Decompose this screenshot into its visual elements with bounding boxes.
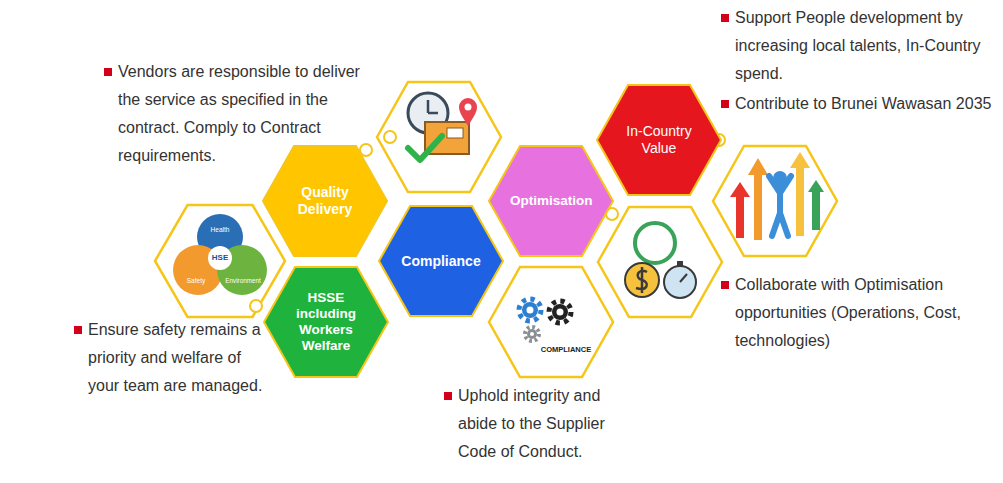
bullet-marker [104, 68, 112, 76]
decor-dot [250, 300, 262, 312]
hexagon-shape [597, 85, 721, 195]
coin [625, 263, 659, 297]
gear-teeth [519, 299, 541, 321]
arrow-shaft [736, 195, 744, 238]
stopwatch [664, 266, 696, 298]
arrow-head [808, 180, 824, 192]
hsse-hexagon: HSSE including Workers Welfare [264, 267, 388, 377]
hexagon-content: In-Country Value [597, 85, 721, 195]
hexagon-shape [489, 146, 613, 256]
hse-icon [173, 214, 267, 295]
hexagon-shape [263, 146, 387, 256]
cost-icon-hexagon [598, 207, 722, 317]
delivery-icon-hexagon [377, 82, 501, 192]
note-text: Vendors are responsible to deliver the s… [118, 58, 376, 170]
hexagon-shape [379, 206, 503, 316]
bullet-marker [721, 100, 729, 108]
icon-label: COMPLIANCE [541, 346, 591, 354]
note-text: Collaborate with Optimisation opportunit… [735, 271, 993, 355]
bullet-marker [721, 281, 729, 289]
hexagon-text: Quality Delivery [284, 184, 366, 218]
clock-hand [427, 100, 430, 113]
target-ring [635, 223, 675, 263]
note-text: Contribute to Brunei Wawasan 2035 [735, 90, 997, 118]
hexagon-label: HSSE including Workers Welfare [285, 290, 367, 355]
optimisation-hexagon: Optimisation [489, 146, 613, 256]
hexagon-text: Optimisation [510, 193, 592, 209]
icon-label: Safety [187, 278, 205, 285]
gear-teeth [525, 327, 539, 341]
currency-symbol [636, 267, 647, 293]
arrow-head [730, 182, 750, 197]
growth-icon-hexagon [713, 146, 837, 256]
gear-hole [557, 309, 564, 316]
check-mark [408, 136, 442, 160]
person-body [769, 176, 791, 236]
hexagon-content: Compliance [379, 206, 503, 316]
parcel-label [447, 128, 463, 138]
arrow-shaft [754, 173, 762, 240]
hexagon-text: Compliance [400, 253, 482, 270]
icon-label: Health [211, 227, 230, 234]
compliance-hexagon: Compliance [379, 206, 503, 316]
note-text: Uphold integrity and abide to the Suppli… [458, 382, 633, 466]
hexagon-content: Optimisation [489, 146, 613, 256]
hexagon-text: In-Country Value [618, 123, 700, 157]
hexagon-label: In-Country Value [618, 123, 700, 157]
hexagon-label: Quality Delivery [284, 184, 366, 218]
gear [522, 302, 538, 318]
hexagon-label: Optimisation [510, 193, 592, 209]
hse-icon-hexagon [155, 205, 285, 317]
clock-hand [428, 112, 438, 115]
location-pin [459, 98, 477, 126]
arrow-head [790, 152, 810, 168]
bullet-marker [444, 392, 452, 400]
arrow-shaft [812, 190, 820, 230]
gears-icon [519, 299, 571, 341]
arrow-head [748, 158, 768, 175]
note-text: Ensure safety remains a priority and wel… [88, 316, 263, 400]
hexagon-text: HSSE including Workers Welfare [285, 290, 367, 355]
gear-hole [527, 307, 534, 314]
gears-icon-hexagon [489, 267, 613, 377]
cost-icon [625, 223, 696, 298]
decor-dot [360, 144, 372, 156]
bullet-marker [721, 14, 729, 22]
decor-dot [384, 131, 396, 143]
gear-hole [530, 332, 534, 336]
stopwatch-hand [680, 274, 687, 282]
icon-label: Environment [225, 278, 260, 284]
delivery-icon [408, 93, 477, 160]
gear-teeth [549, 301, 571, 323]
note-text: Support People development by increasing… [735, 4, 997, 88]
hexagon-shape [264, 267, 388, 377]
in-country-hexagon: In-Country Value [597, 85, 721, 195]
hexagon-label: Compliance [400, 253, 482, 270]
icon-label: HSE [212, 254, 228, 262]
bullet-marker [74, 326, 82, 334]
hexagon-content: Quality Delivery [263, 146, 387, 256]
gear [527, 329, 537, 339]
growth-icon [730, 152, 824, 240]
arrow-shaft [796, 166, 804, 236]
hse-center [208, 246, 232, 270]
gear [552, 304, 568, 320]
location-pin-hole [465, 104, 472, 111]
quality-hexagon: Quality Delivery [263, 146, 387, 256]
hexagon-content: HSSE including Workers Welfare [264, 267, 388, 377]
